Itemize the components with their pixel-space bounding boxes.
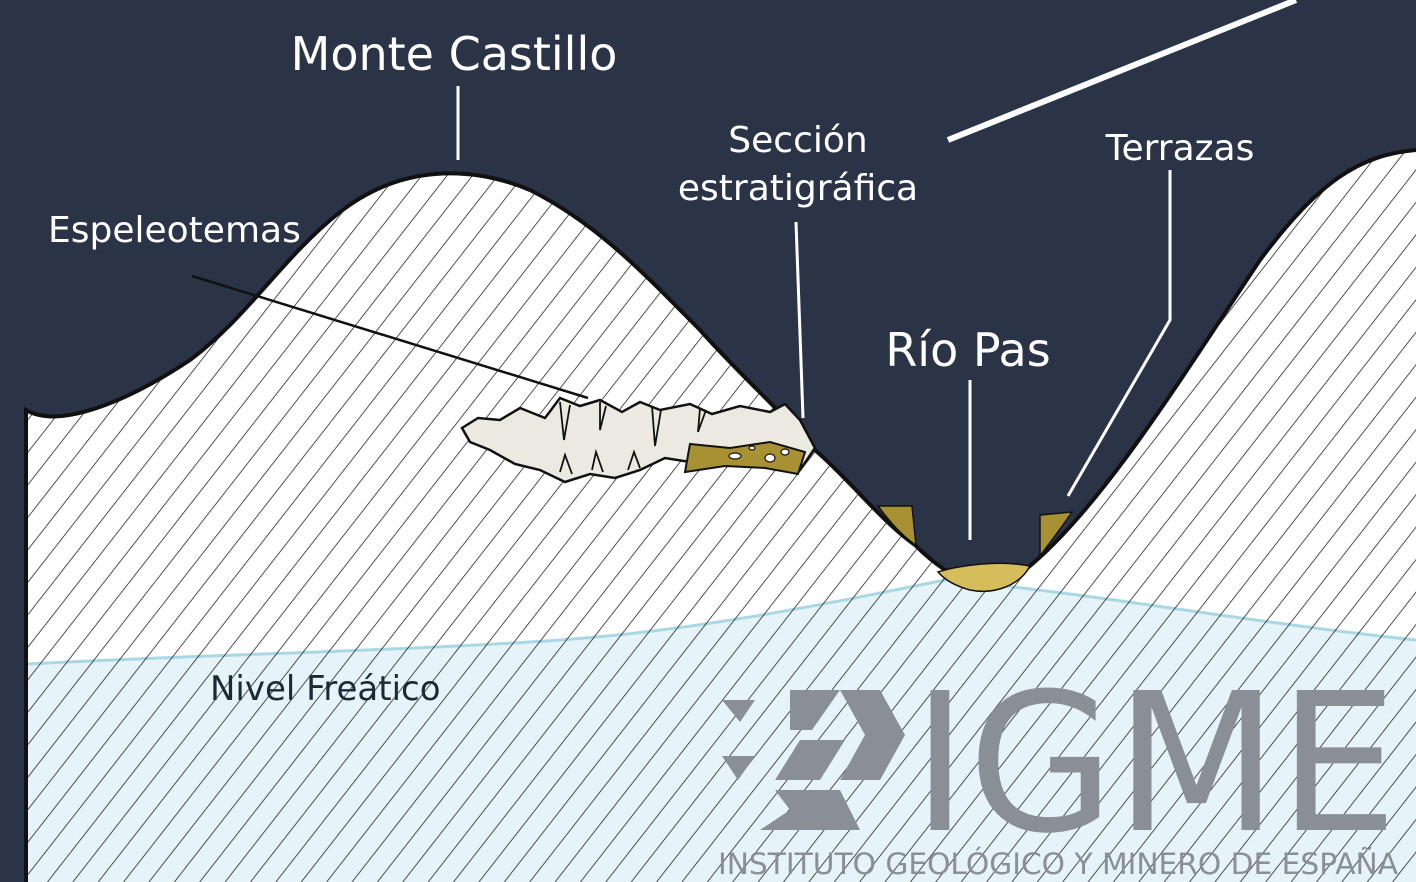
terraces-leader (1066, 170, 1172, 497)
terrace-left (876, 505, 917, 547)
river-label: Río Pas (885, 323, 1050, 377)
terraces-label: Terrazas (1105, 128, 1255, 169)
igme-logo-subtitle: INSTITUTO GEOLÓGICO Y MINERO DE ESPAÑA (718, 847, 1398, 881)
top-leader-line (946, 0, 1298, 143)
speleothems-label: Espeleotemas (48, 210, 301, 251)
water-table-label: Nivel Freático (210, 669, 441, 709)
cave (460, 396, 817, 484)
section-leader (794, 221, 805, 419)
igme-logo-name: IGME (912, 653, 1398, 876)
igme-logo: IGME INSTITUTO GEOLÓGICO Y MINERO DE ESP… (718, 653, 1398, 881)
terrain-outline (24, 148, 1416, 882)
igme-logo-mark (722, 690, 905, 830)
section-label-line2: estratigráfica (678, 168, 918, 209)
cave-clasts (728, 445, 790, 463)
section-label-line1: Sección (728, 120, 867, 161)
speleothems-leader (191, 274, 589, 400)
cave-sediment (683, 440, 807, 476)
stalactites (559, 401, 707, 475)
terrace-right (1039, 511, 1074, 559)
mountain-label: Monte Castillo (291, 27, 618, 81)
river-sediment (936, 562, 1032, 592)
